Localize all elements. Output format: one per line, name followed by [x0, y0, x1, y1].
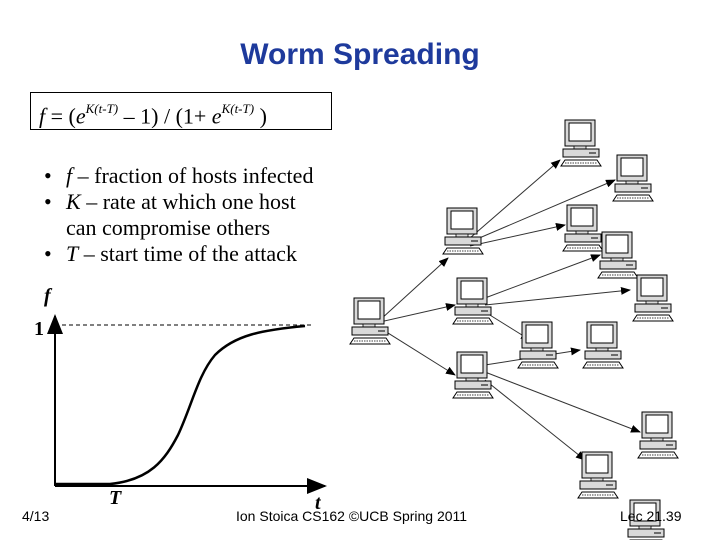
- bullet-dot: •: [44, 241, 52, 266]
- bullet-rate: • K – rate at which one host can compromi…: [44, 189, 384, 241]
- desktop-computer-icon: [582, 321, 624, 369]
- bullet-dot: •: [44, 163, 52, 188]
- infection-arrows: [379, 159, 641, 461]
- y-axis-tick: 1: [34, 318, 44, 340]
- desktop-computer-icon: [627, 499, 665, 540]
- formula-lhs: f: [39, 103, 46, 129]
- sigmoid-curve: [55, 324, 306, 486]
- bullet-text-continued: can compromise others: [66, 215, 271, 240]
- formula-e1: e: [75, 103, 86, 129]
- desktop-computer-icon: [442, 207, 484, 255]
- formula-exp2: K(t-T): [221, 101, 255, 116]
- desktop-computer-icon: [517, 321, 559, 369]
- bullet-var: T: [66, 241, 79, 266]
- footer-course: Ion Stoica CS162 ©UCB Spring 2011: [236, 508, 468, 524]
- x-axis-start-label: T: [109, 487, 122, 509]
- desktop-computer-icon: [577, 451, 619, 499]
- formula-box: f = (eK(t-T) – 1) / (1+ eK(t-T) ): [30, 92, 332, 130]
- bullet-var: K: [66, 189, 81, 214]
- desktop-computer-icon: [452, 277, 494, 325]
- desktop-computer-icon: [637, 411, 679, 459]
- formula-eq: = (: [45, 103, 76, 129]
- bullet-start-time: • T – start time of the attack: [44, 241, 384, 267]
- bullet-fraction: • f – fraction of hosts infected: [44, 163, 384, 189]
- formula-end: ): [254, 103, 267, 129]
- desktop-computer-icon: [349, 297, 391, 345]
- bullet-dot: •: [44, 189, 52, 214]
- bullet-text: – rate at which one host: [80, 189, 296, 214]
- bullet-list: • f – fraction of hosts infected • K – rat…: [44, 163, 384, 267]
- y-axis-label: f: [44, 285, 51, 307]
- slide-title: Worm Spreading: [240, 38, 480, 71]
- formula-e2: e: [211, 103, 222, 129]
- desktop-computer-icon: [597, 231, 639, 279]
- bullet-text: – start time of the attack: [78, 241, 297, 266]
- footer-lecture: Lec 21.39: [620, 508, 682, 524]
- bullet-text: – fraction of hosts infected: [72, 163, 314, 188]
- desktop-computer-icon: [452, 351, 494, 399]
- desktop-computer-icon: [632, 274, 674, 322]
- formula-exp1: K(t-T): [85, 101, 119, 116]
- formula-mid: – 1) / (1+: [118, 103, 212, 129]
- desktop-computer-icon: [612, 154, 654, 202]
- desktop-computer-icon: [562, 204, 604, 252]
- x-axis-label: t: [315, 492, 321, 514]
- desktop-computer-icon: [560, 119, 602, 167]
- bullet-var: f: [66, 163, 73, 188]
- footer-date: 4/13: [22, 508, 50, 524]
